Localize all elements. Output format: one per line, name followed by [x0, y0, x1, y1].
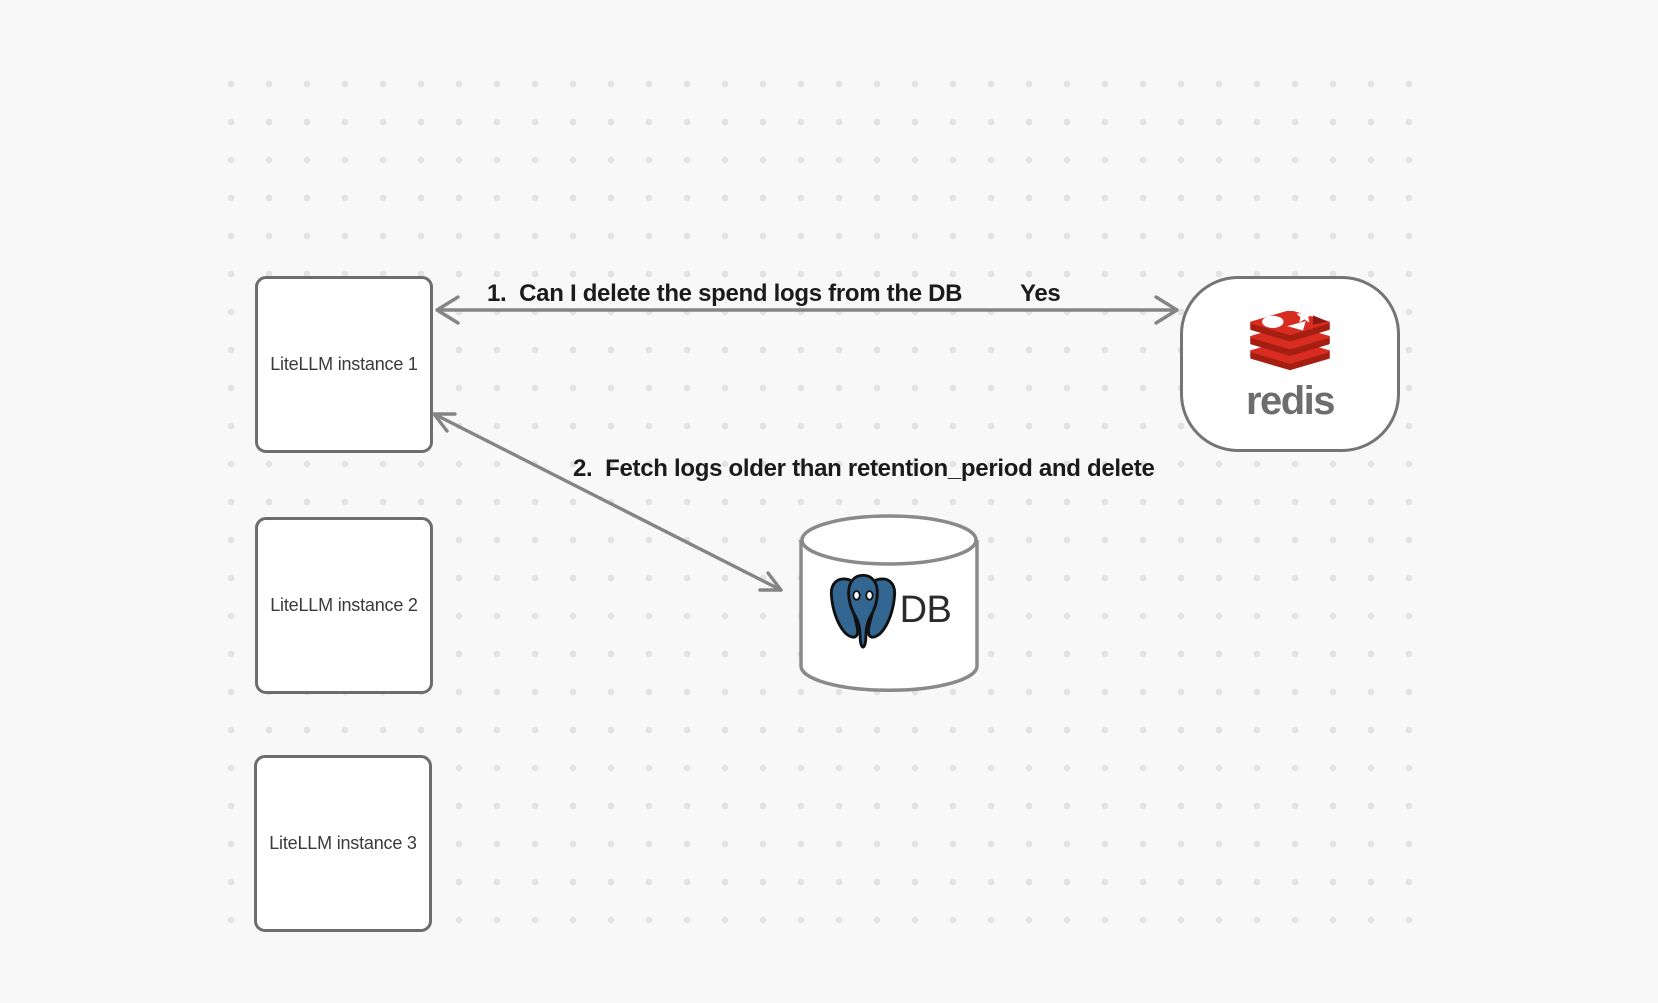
db-label: DB: [899, 588, 952, 631]
edge1-answer-label: Yes: [1020, 280, 1061, 307]
node-litellm-instance-1: LiteLLM instance 1: [255, 276, 433, 453]
node-redis: redis: [1180, 276, 1400, 452]
node-db: DB: [800, 545, 978, 675]
redis-wordmark: redis: [1245, 379, 1336, 423]
node-label: LiteLLM instance 2: [270, 595, 418, 615]
node-litellm-instance-3: LiteLLM instance 3: [254, 755, 432, 932]
redis-logo-icon: [1250, 311, 1330, 371]
node-label: LiteLLM instance 3: [269, 833, 417, 853]
postgresql-elephant-icon: [829, 573, 896, 649]
node-label: LiteLLM instance 1: [270, 354, 418, 374]
node-litellm-instance-2: LiteLLM instance 2: [255, 517, 433, 694]
edge2-action-label: 2. Fetch logs older than retention_perio…: [573, 455, 1155, 482]
edge1-question-label: 1. Can I delete the spend logs from the …: [487, 280, 963, 307]
